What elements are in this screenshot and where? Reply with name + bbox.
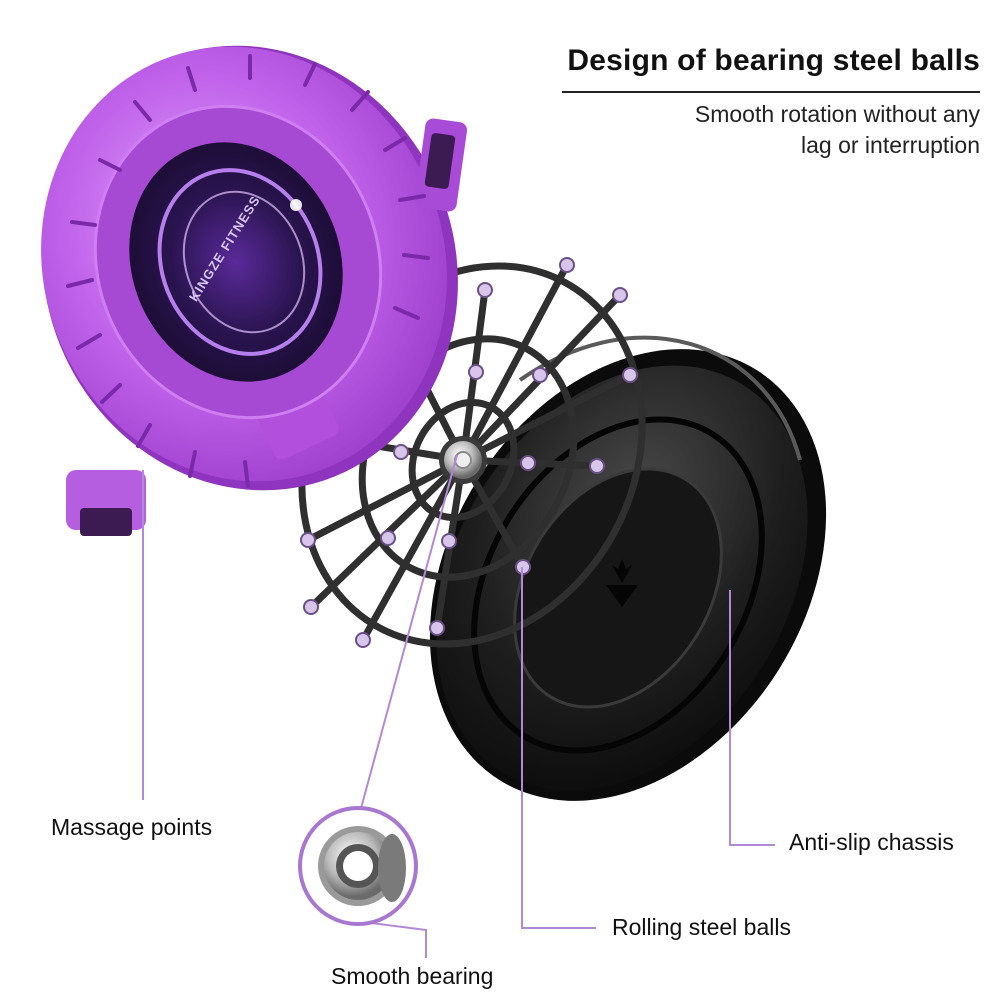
smooth-bearing-inset — [298, 806, 418, 926]
title-divider — [562, 91, 980, 93]
label-massage-points: Massage points — [51, 814, 213, 840]
label-anti-slip-chassis: Anti-slip chassis — [789, 829, 954, 855]
center-bearing — [439, 436, 487, 484]
label-smooth-bearing: Smooth bearing — [331, 963, 494, 989]
leader-lines — [142, 454, 775, 958]
page-title: Design of bearing steel balls — [567, 44, 980, 77]
page-subtitle: Smooth rotation without any lag or inter… — [560, 99, 980, 161]
massage-point-ridges — [66, 54, 430, 488]
subtitle-line-2: lag or interruption — [801, 132, 980, 158]
massage-disc — [41, 45, 468, 536]
label-rolling-steel-balls: Rolling steel balls — [612, 914, 791, 940]
subtitle-line-1: Smooth rotation without any — [694, 101, 980, 127]
